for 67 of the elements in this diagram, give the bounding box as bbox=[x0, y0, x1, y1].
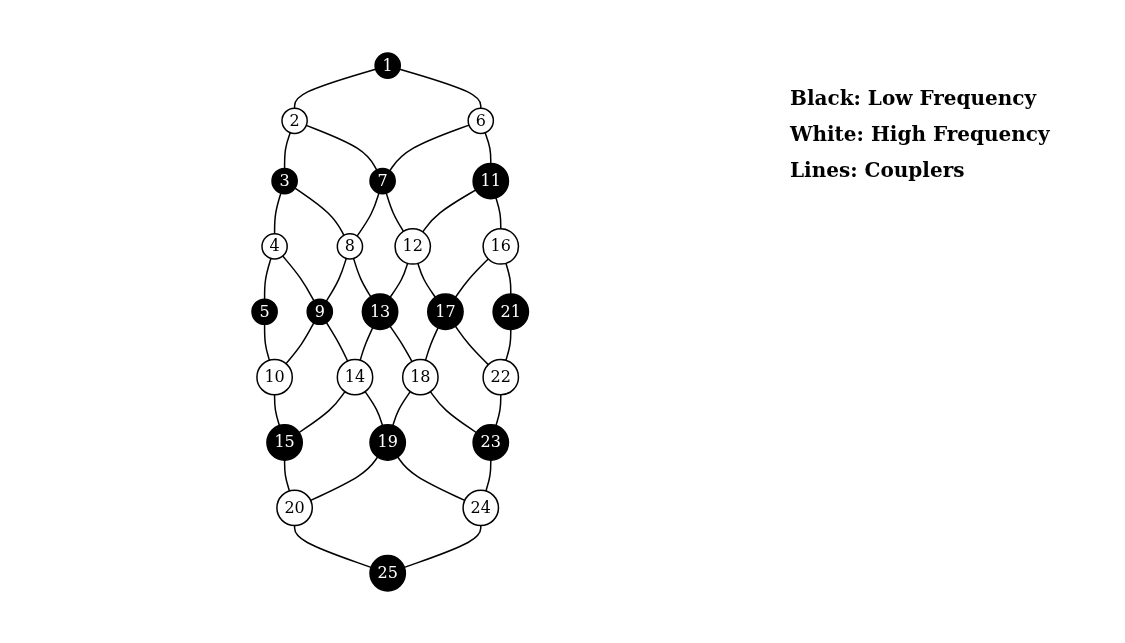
node-circle: 8 bbox=[336, 232, 364, 260]
connector bbox=[294, 186, 345, 236]
connector bbox=[364, 390, 384, 426]
node-circle: 24 bbox=[462, 488, 499, 526]
node-circle: 1 bbox=[374, 51, 401, 79]
node-circle: 16 bbox=[482, 227, 519, 265]
connector bbox=[263, 323, 270, 361]
connector bbox=[391, 390, 411, 426]
connector bbox=[305, 124, 378, 171]
connector bbox=[403, 524, 482, 568]
connector bbox=[389, 325, 413, 362]
connector bbox=[454, 325, 489, 365]
connector bbox=[421, 188, 477, 233]
connector bbox=[285, 321, 315, 364]
connector bbox=[273, 393, 280, 426]
connector bbox=[283, 458, 290, 492]
connector bbox=[504, 262, 512, 295]
legend-text: Black: Low Frequency bbox=[790, 85, 1038, 112]
connector bbox=[309, 455, 379, 501]
node-circle: 17 bbox=[426, 292, 464, 330]
node-circle: 21 bbox=[492, 292, 529, 330]
node-circle: 22 bbox=[482, 358, 519, 396]
connector bbox=[283, 131, 291, 169]
node-circle: 5 bbox=[251, 298, 278, 325]
node-circle: 9 bbox=[306, 298, 333, 325]
node-circle: 25 bbox=[369, 554, 406, 592]
connector bbox=[494, 393, 502, 426]
connector bbox=[454, 257, 489, 298]
node-circle: 23 bbox=[472, 423, 509, 461]
connector bbox=[424, 326, 439, 361]
connector bbox=[504, 328, 512, 361]
node-circle: 15 bbox=[265, 423, 303, 461]
connector bbox=[385, 191, 404, 232]
node-circle: 18 bbox=[401, 358, 439, 396]
node-circle: 4 bbox=[261, 232, 288, 260]
node-circle: 14 bbox=[336, 358, 374, 396]
node-circle: 6 bbox=[467, 107, 494, 134]
connector bbox=[273, 191, 282, 235]
legend-text: Lines: Couplers bbox=[790, 157, 966, 184]
connector bbox=[484, 131, 492, 164]
connector bbox=[352, 257, 372, 297]
connector bbox=[281, 254, 315, 301]
connector bbox=[293, 524, 372, 568]
node-circle: 2 bbox=[281, 107, 308, 134]
connector bbox=[298, 390, 346, 433]
connector bbox=[389, 262, 409, 298]
connector bbox=[359, 326, 374, 361]
connector bbox=[325, 321, 349, 362]
connector bbox=[484, 458, 492, 492]
node-circle: 3 bbox=[271, 167, 298, 194]
node-circle: 20 bbox=[275, 488, 313, 526]
node-circle: 13 bbox=[361, 292, 399, 330]
node-circle: 12 bbox=[394, 227, 431, 265]
node-circle: 11 bbox=[472, 162, 509, 200]
connector bbox=[396, 455, 466, 501]
connector bbox=[263, 257, 272, 300]
connector bbox=[388, 123, 470, 171]
connector bbox=[325, 257, 347, 302]
node-circle: 7 bbox=[369, 167, 396, 194]
connector bbox=[429, 390, 477, 433]
connector bbox=[356, 191, 380, 237]
connector bbox=[494, 196, 502, 230]
node-circle: 10 bbox=[255, 358, 293, 396]
legend-text: White: High Frequency bbox=[790, 121, 1050, 148]
connector bbox=[416, 262, 436, 298]
node-circle: 19 bbox=[369, 423, 406, 461]
connector bbox=[398, 67, 482, 109]
